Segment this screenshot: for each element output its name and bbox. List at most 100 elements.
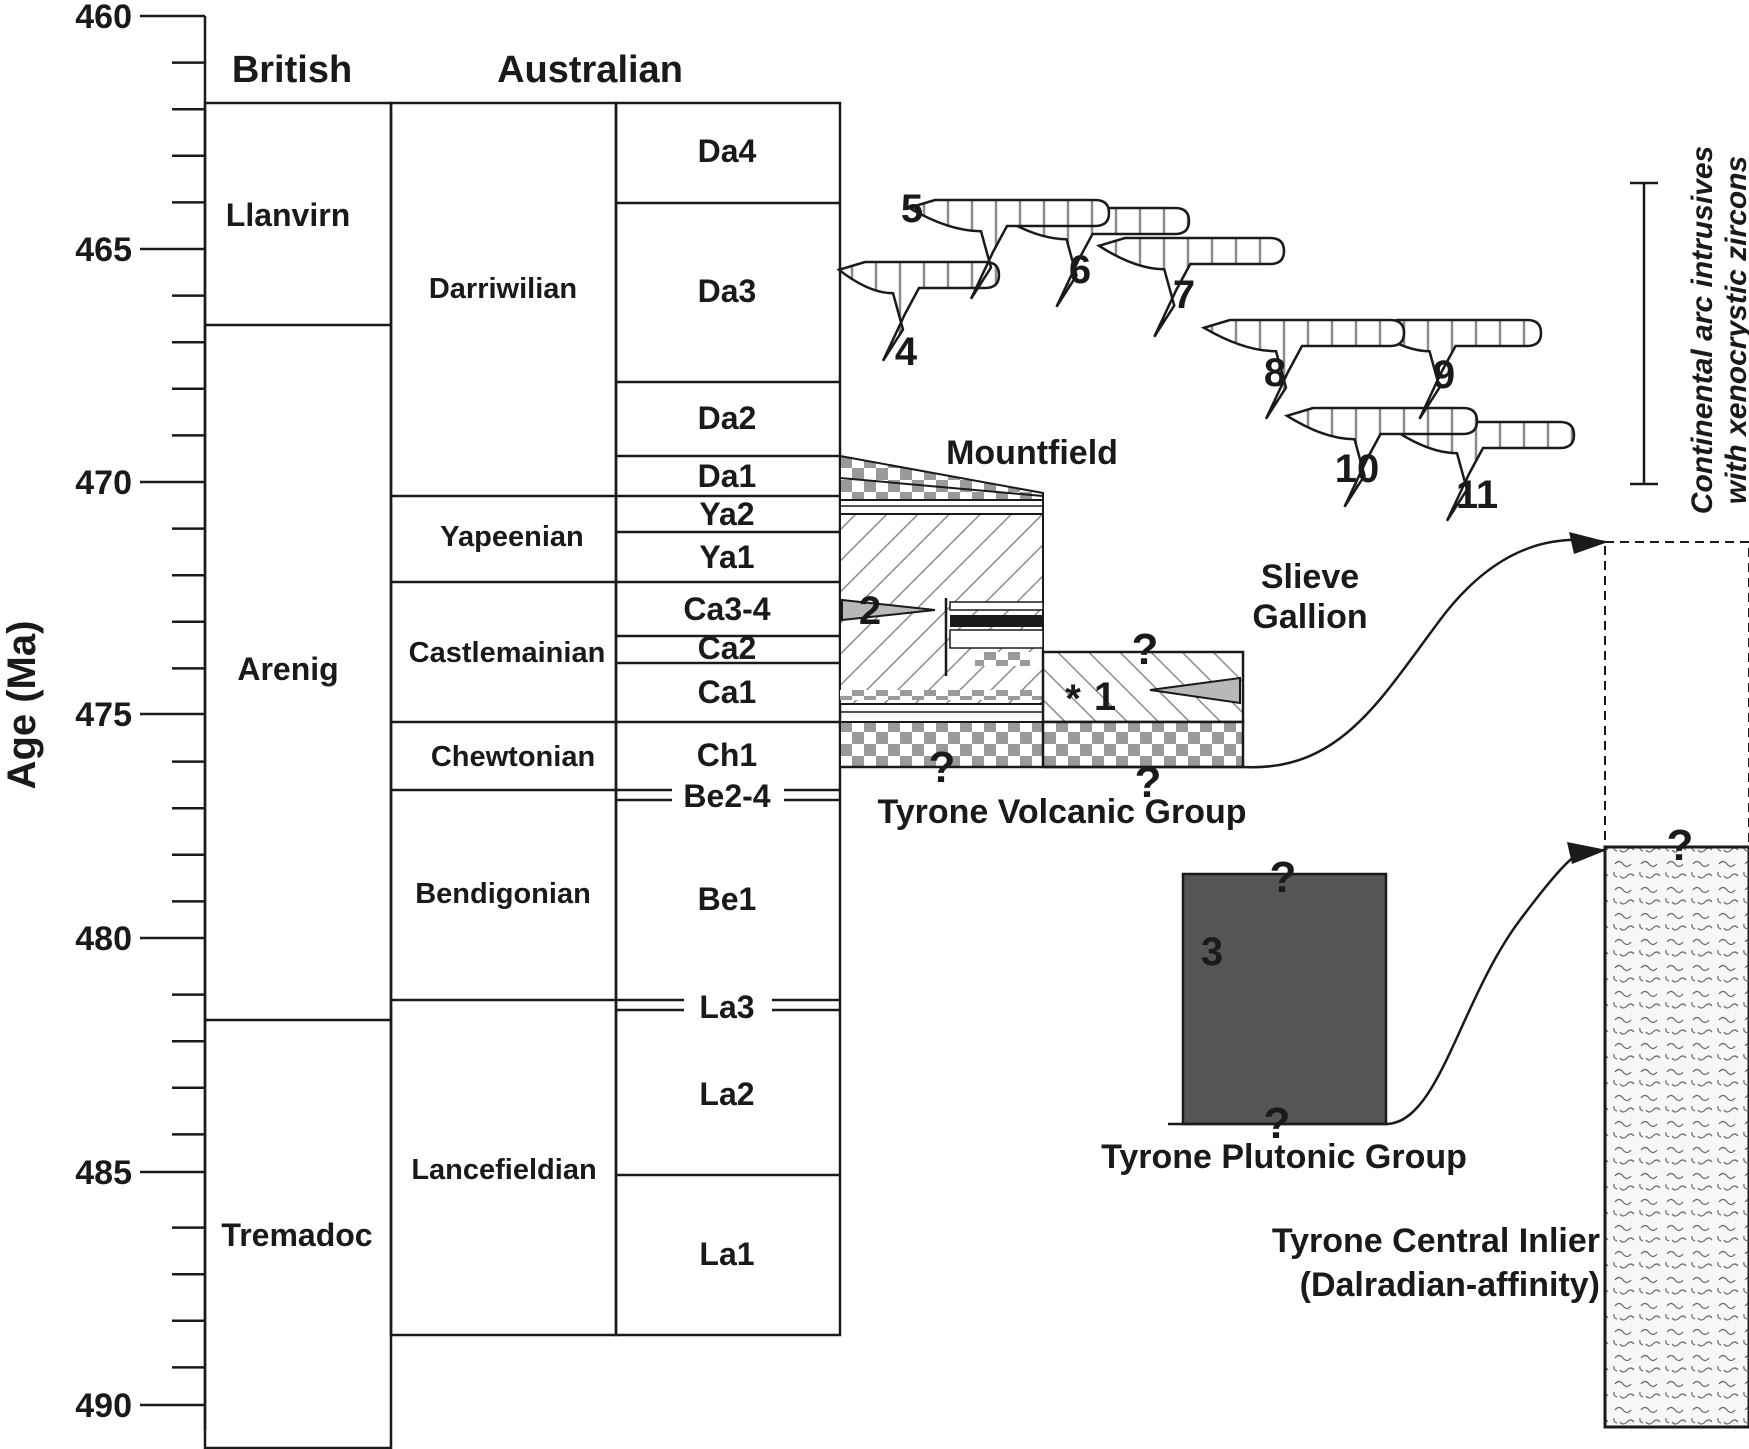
locality-1: 1 <box>1094 675 1116 719</box>
zone-ya2: Ya2 <box>699 496 754 532</box>
volcanic-correlation-curve <box>1242 538 1606 769</box>
intrusive-glyph <box>1391 420 1576 522</box>
locality-5: 5 <box>901 187 923 231</box>
stage-castlemainian: Castlemainian <box>409 637 606 669</box>
zone-da3: Da3 <box>698 273 757 309</box>
stage-tremadoc: Tremadoc <box>221 1217 372 1253</box>
intrusive-glyph <box>1200 318 1406 420</box>
slieve-gallion-basal-checker <box>1041 720 1245 769</box>
inlier-block <box>1603 845 1749 1429</box>
zone-ca3-4: Ca3-4 <box>683 591 770 627</box>
question-mark-inlier: ? <box>1667 821 1694 870</box>
zone-la3: La3 <box>699 989 754 1025</box>
intrusive-glyphs: 5 4 6 7 8 9 10 11 <box>836 187 1576 522</box>
unit-inlier-line1: Tyrone Central Inlier <box>1272 1222 1600 1260</box>
zone-la1: La1 <box>699 1236 754 1272</box>
zone-ca2: Ca2 <box>698 630 757 666</box>
question-mark-volcanic-a: ? <box>929 743 956 792</box>
plutonic-group: 3 ? ? Tyrone Plutonic Group <box>1101 842 1607 1176</box>
intrusives-range: Continental arc intrusives with xenocrys… <box>1630 146 1749 514</box>
zone-ya1: Ya1 <box>699 539 754 575</box>
intrusive-glyph <box>1368 318 1543 420</box>
tick-label-485: 485 <box>75 1154 132 1192</box>
header-british: British <box>232 49 352 91</box>
la3-label-mask <box>684 988 772 1024</box>
volcanic-group: Tyrone Volcanic Group ? ? <box>840 532 1608 831</box>
age-axis: 460 465 470 475 480 485 490 Age (Ma) <box>0 0 207 1430</box>
slieve-gallion-section: Slieve Gallion * 1 ? <box>1041 558 1368 769</box>
stage-yapeenian: Yapeenian <box>440 521 583 553</box>
plutonic-curve-arrowhead <box>1567 842 1607 864</box>
central-inlier: ? Tyrone Central Inlier (Dalradian-affin… <box>1272 541 1749 1429</box>
locality-6: 6 <box>1069 248 1091 292</box>
zone-la2: La2 <box>699 1076 754 1112</box>
question-mark-plutonic-base: ? <box>1264 1099 1291 1148</box>
locality-4: 4 <box>895 330 918 374</box>
inlier-uncertain-range <box>1604 541 1749 848</box>
be24-label-mask <box>672 776 784 812</box>
intrusive-glyph <box>995 206 1191 308</box>
question-mark-plutonic-top: ? <box>1270 853 1297 902</box>
tick-label-475: 475 <box>75 696 132 734</box>
mountfield-section: Mountfield 2 <box>839 434 1118 768</box>
stage-bendigonian: Bendigonian <box>415 878 591 910</box>
locality-9: 9 <box>1433 353 1455 397</box>
zone-ch1: Ch1 <box>697 737 757 773</box>
mountfield-lens-2 <box>841 598 936 622</box>
intrusive-glyph <box>836 260 1001 362</box>
axis-minor-ticks <box>172 61 205 1369</box>
mountfield-interbed-b <box>949 629 1044 649</box>
stage-chewtonian: Chewtonian <box>431 741 595 773</box>
british-column: Llanvirn Arenig Tremadoc <box>203 101 393 1449</box>
intrusives-note-line1: Continental arc intrusives <box>1686 146 1719 514</box>
tick-label-490: 490 <box>75 1387 132 1425</box>
zone-be1: Be1 <box>698 881 757 917</box>
intrusive-glyph <box>1096 236 1286 338</box>
unit-tyrone-volcanic: Tyrone Volcanic Group <box>877 793 1246 831</box>
tick-label-470: 470 <box>75 464 132 502</box>
zone-ca1: Ca1 <box>698 674 757 710</box>
locality-10: 10 <box>1335 447 1380 491</box>
plutonic-correlation-curve <box>1387 848 1606 1126</box>
stage-llanvirn: Llanvirn <box>226 197 350 233</box>
question-mark-slieve: ? <box>1132 625 1159 674</box>
locality-2: 2 <box>859 589 881 633</box>
mountfield-thin-beds <box>839 499 1044 515</box>
locality-7: 7 <box>1173 273 1195 317</box>
plutonic-block <box>1181 872 1388 1126</box>
unit-slieve-2: Gallion <box>1252 598 1367 636</box>
unit-tyrone-plutonic: Tyrone Plutonic Group <box>1101 1138 1467 1176</box>
zone-da4: Da4 <box>698 133 757 169</box>
locality-8: 8 <box>1264 351 1286 395</box>
intrusive-glyph <box>905 198 1111 300</box>
header-australian: Australian <box>497 49 683 91</box>
unit-mountfield: Mountfield <box>946 434 1118 472</box>
slieve-gallion-lens <box>1149 676 1241 705</box>
intrusives-note-line2: with xenocrystic zircons <box>1720 156 1749 504</box>
australian-zone-column: Da4 Da3 Da2 Da1 Ya2 Ya1 Ca3-4 Ca2 Ca1 Ch… <box>614 101 842 1337</box>
zone-da2: Da2 <box>698 400 757 436</box>
axis-title: Age (Ma) <box>0 621 44 790</box>
volcanic-curve-arrowhead <box>1569 532 1608 554</box>
zone-column-frame <box>614 101 842 1337</box>
stage-darriwilian: Darriwilian <box>429 273 577 305</box>
intrusive-glyph <box>1283 406 1479 508</box>
mountfield-basal-checker <box>839 721 1044 768</box>
locality-3: 3 <box>1201 930 1223 974</box>
tick-label-460: 460 <box>75 0 132 36</box>
unit-slieve-1: Slieve <box>1261 558 1359 596</box>
stage-arenig: Arenig <box>237 651 338 687</box>
mountfield-wedge-line <box>839 477 1044 497</box>
mountfield-checker-band <box>840 690 1043 700</box>
tick-label-465: 465 <box>75 231 132 269</box>
australian-stage-column: Darriwilian Yapeenian Castlemainian Chew… <box>389 101 618 1337</box>
unit-inlier-line2: (Dalradian-affinity) <box>1300 1266 1600 1304</box>
asterisk-marker: * <box>1065 677 1081 721</box>
mountfield-black-bed <box>950 615 1043 627</box>
tick-label-480: 480 <box>75 920 132 958</box>
locality-11: 11 <box>1456 473 1498 517</box>
mountfield-checker-lens <box>975 652 1030 666</box>
mountfield-interbed <box>949 601 1044 611</box>
zone-be2-4: Be2-4 <box>683 778 770 814</box>
